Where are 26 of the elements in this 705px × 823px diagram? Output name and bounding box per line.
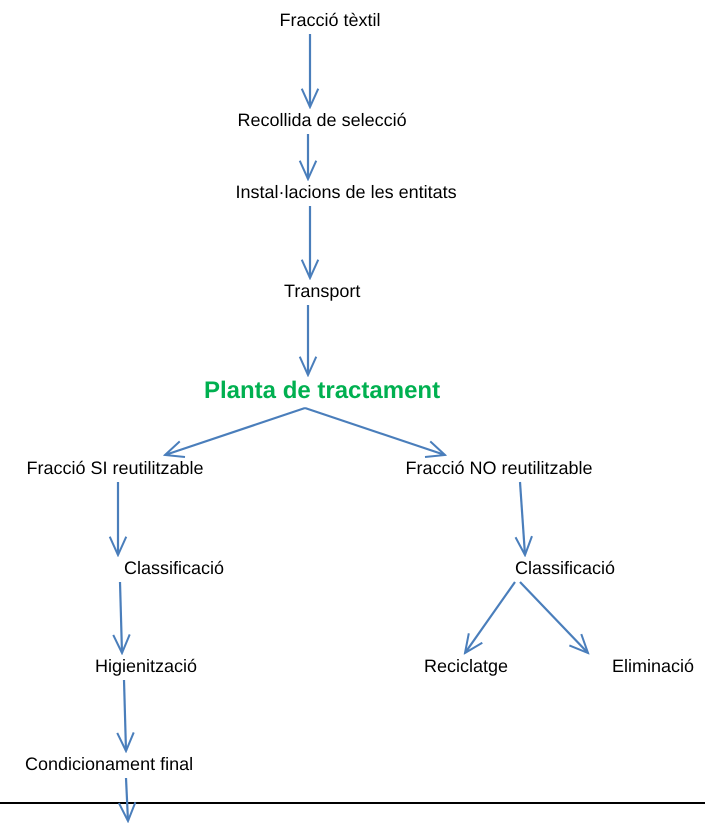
arrow: [108, 482, 128, 556]
step-label: Classificació: [124, 557, 224, 579]
step-label: Transport: [284, 280, 360, 302]
step-label: Eliminació: [612, 655, 694, 677]
arrow: [514, 482, 533, 556]
step-label: Fracció SI reutilitzable: [26, 457, 204, 479]
arrow: [298, 134, 318, 180]
arrow: [112, 582, 131, 654]
step-label: Condicionament final: [25, 753, 194, 775]
step-label: Reciclatge: [424, 655, 508, 677]
arrow: [304, 406, 446, 458]
arrow: [118, 778, 136, 822]
arrow: [164, 406, 306, 458]
arrow: [464, 581, 516, 654]
step-label: Higienització: [95, 655, 198, 677]
step-label: Fracció NO reutilitzable: [406, 457, 593, 479]
step-label: Instal·lacions de les entitats: [236, 181, 457, 203]
arrow: [300, 34, 320, 108]
arrow: [519, 581, 589, 654]
arrow: [116, 680, 135, 752]
step-label: Classificació: [515, 557, 616, 579]
arrow: [298, 305, 318, 376]
arrow: [300, 206, 320, 279]
step-label: Planta de tractament: [204, 377, 440, 405]
step-label: Recollida de selecció: [238, 109, 407, 131]
step-label: Fracció tèxtil: [280, 9, 381, 31]
